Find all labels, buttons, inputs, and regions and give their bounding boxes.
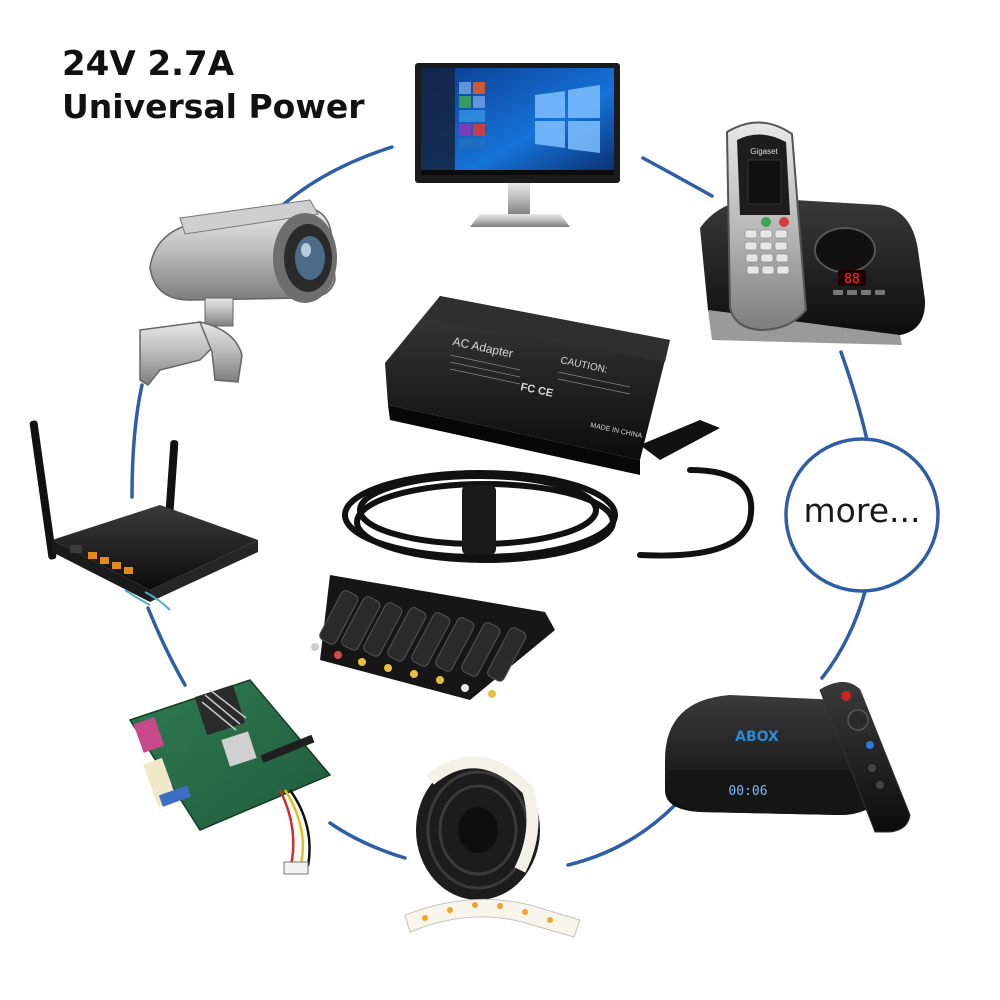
arc-board-router: [146, 606, 187, 687]
motherboard-icon: [128, 679, 332, 875]
phone-base-display: 88: [844, 272, 860, 287]
arc-more-tvbox: [820, 586, 868, 680]
arc-led-board: [328, 821, 407, 860]
headline-title: Universal Power: [62, 86, 365, 126]
tv-box-display: 00:06: [728, 784, 767, 799]
wifi-router-icon: [29, 420, 258, 611]
arc-phone-more: [839, 350, 869, 442]
arc-router-camera: [130, 383, 144, 499]
arc-monitor-phone: [641, 156, 714, 198]
security-camera-icon: [139, 199, 337, 386]
cordless-phone-icon: 88 Gigaset: [700, 121, 926, 345]
headline-spec: 24V 2.7A: [62, 44, 235, 84]
phone-brand: Gigaset: [750, 147, 778, 156]
more-label[interactable]: more...: [803, 491, 921, 530]
arc-tvbox-led: [566, 803, 677, 867]
monitor-icon: [415, 63, 620, 227]
more-bubble[interactable]: [784, 437, 940, 593]
headline: 24V 2.7A Universal Power: [62, 44, 364, 126]
ac-adapter-icon: AC Adapter CAUTION: FC CE MADE IN CHINA: [311, 296, 755, 700]
android-tv-box-icon: ABOX 00:06: [665, 682, 911, 833]
tv-box-brand: ABOX: [735, 729, 779, 745]
led-strip-icon: [404, 756, 581, 938]
